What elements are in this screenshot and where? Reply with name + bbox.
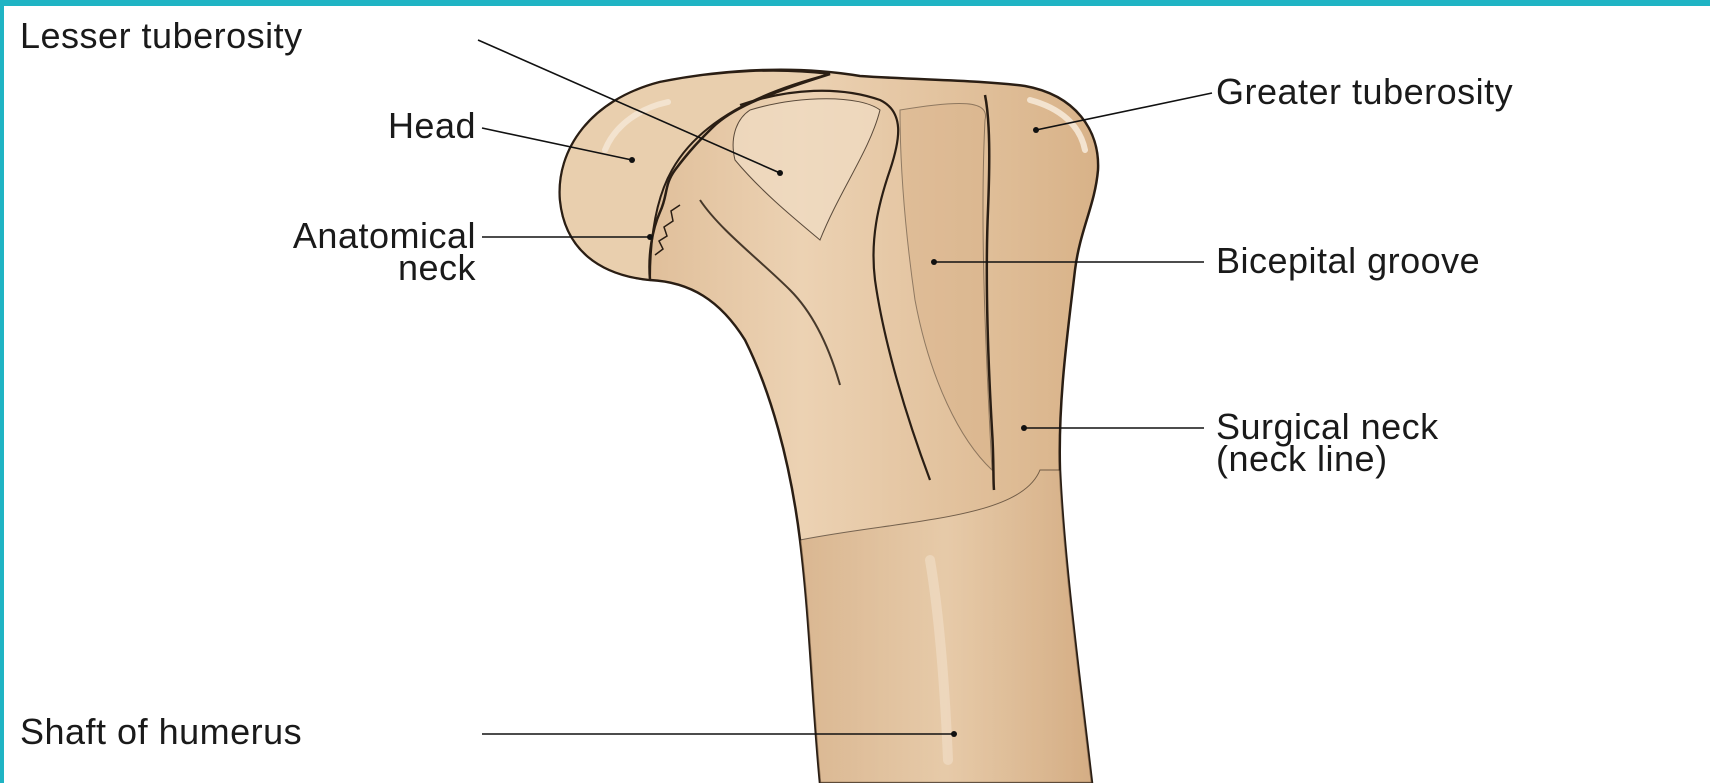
label-bicipital-groove: Bicepital groove — [1216, 245, 1480, 277]
label-greater-tuberosity: Greater tuberosity — [1216, 76, 1513, 108]
label-surgical-neck-line2: (neck line) — [1216, 443, 1388, 475]
label-lesser-tuberosity: Lesser tuberosity — [20, 20, 303, 52]
label-anatomical-neck-line2: neck — [160, 252, 476, 284]
label-shaft-of-humerus: Shaft of humerus — [20, 716, 302, 748]
label-head: Head — [300, 110, 476, 142]
